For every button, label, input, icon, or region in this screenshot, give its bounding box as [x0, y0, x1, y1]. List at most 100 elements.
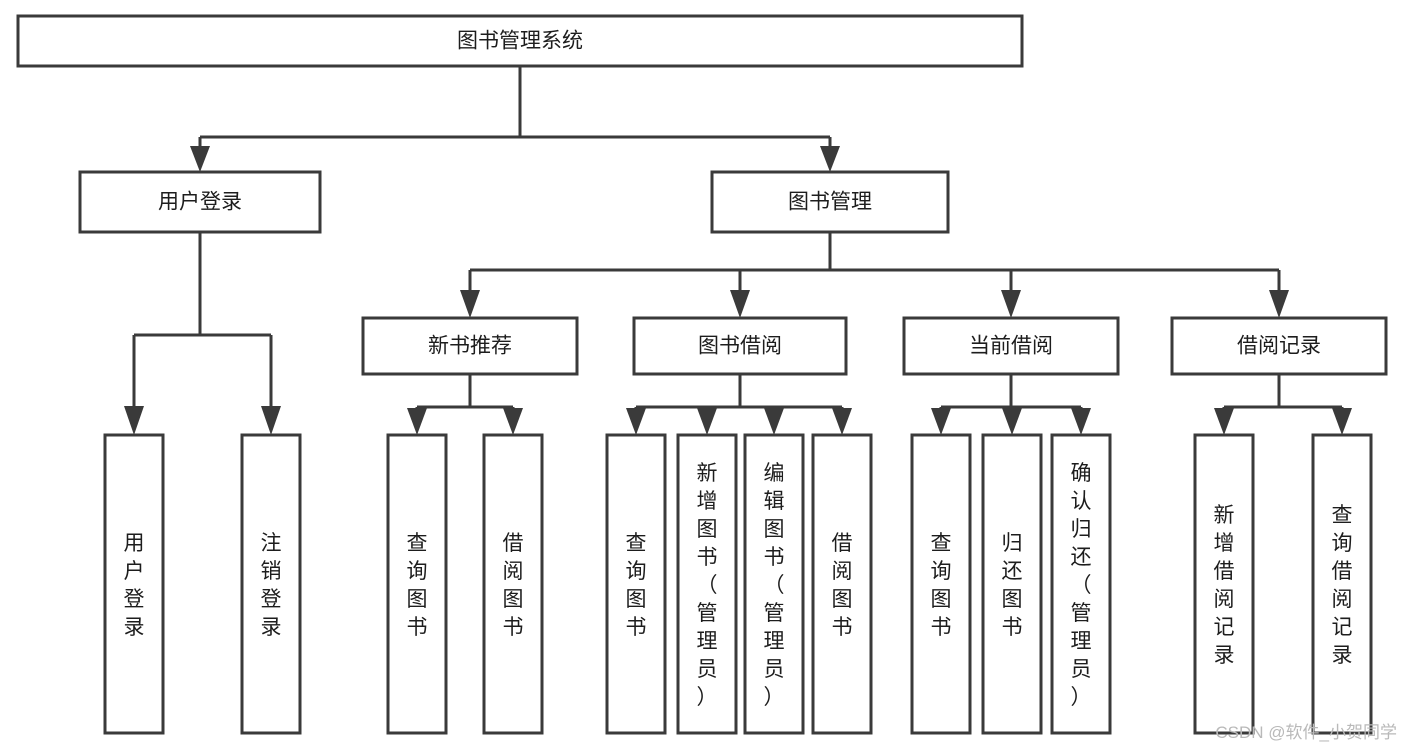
- node-box[interactable]: [386, 433, 448, 735]
- node-label-char: 借: [1332, 560, 1353, 583]
- node-box[interactable]: [743, 433, 805, 735]
- node-label-char: 编: [764, 462, 785, 485]
- node-label-char: 员: [764, 658, 785, 681]
- node-box[interactable]: [902, 316, 1120, 376]
- node-label-char: ）: [697, 686, 718, 709]
- node-label-char: 还: [1002, 560, 1023, 583]
- node-label: 新书推荐: [428, 335, 512, 358]
- node-label-char: 查: [626, 532, 647, 555]
- node-label: 图书管理: [788, 191, 872, 214]
- arrow-head-book-borrow: [730, 290, 750, 318]
- node-user-login[interactable]: 用户登录: [78, 170, 322, 234]
- connector-group-root: [190, 66, 840, 172]
- node-box[interactable]: [482, 433, 544, 735]
- node-label-char: 借: [1214, 560, 1235, 583]
- node-label-char: 录: [124, 616, 145, 639]
- arrow-head-leaf-borrow-book: [832, 408, 852, 435]
- node-box[interactable]: [676, 433, 738, 735]
- node-box[interactable]: [361, 316, 579, 376]
- node-label-char: 归: [1002, 532, 1023, 555]
- node-label-char: 图: [832, 588, 853, 611]
- node-label-char: 阅: [1214, 588, 1235, 611]
- node-box[interactable]: [240, 433, 302, 735]
- node-label-char: 理: [764, 630, 785, 653]
- node-label-char: 员: [1071, 658, 1092, 681]
- node-label: 图书借阅: [698, 335, 782, 358]
- node-label-char: （: [697, 574, 718, 597]
- node-label-char: 增: [697, 490, 718, 513]
- node-box[interactable]: [1170, 316, 1388, 376]
- node-box[interactable]: [1193, 433, 1255, 735]
- node-box[interactable]: [910, 433, 972, 735]
- node-label-char: 图: [503, 588, 524, 611]
- node-box[interactable]: [1311, 433, 1373, 735]
- connector-group-book-borrow: [626, 374, 852, 435]
- node-box[interactable]: [1050, 433, 1112, 735]
- arrow-head-leaf-return-book: [1002, 408, 1022, 435]
- node-leaf-user-login[interactable]: 用户登录: [103, 433, 165, 735]
- arrow-head-leaf-query-book: [626, 408, 646, 435]
- arrow-head-leaf-add-borrow-record: [1214, 408, 1234, 435]
- node-root[interactable]: 图书管理系统: [16, 14, 1024, 68]
- node-label-char: （: [764, 574, 785, 597]
- node-label-char: 阅: [503, 560, 524, 583]
- node-label-char: 询: [931, 560, 952, 583]
- node-label-char: 询: [407, 560, 428, 583]
- arrow-head-leaf-confirm-return-admin: [1071, 408, 1091, 435]
- node-borrow-record[interactable]: 借阅记录: [1170, 316, 1388, 376]
- node-box[interactable]: [632, 316, 848, 376]
- connector-group-book-management: [460, 232, 1289, 318]
- node-label-char: 书: [931, 616, 952, 639]
- node-box[interactable]: [981, 433, 1043, 735]
- arrow-head-borrow-record: [1269, 290, 1289, 318]
- node-book-borrow[interactable]: 图书借阅: [632, 316, 848, 376]
- arrow-head-current-borrow: [1001, 290, 1021, 318]
- node-box[interactable]: [103, 433, 165, 735]
- node-label-char: 新: [1214, 504, 1235, 527]
- node-box[interactable]: [710, 170, 950, 234]
- node-current-borrow[interactable]: 当前借阅: [902, 316, 1120, 376]
- node-box[interactable]: [16, 14, 1024, 68]
- node-label-char: 询: [626, 560, 647, 583]
- node-label-char: 图: [626, 588, 647, 611]
- arrow-head-leaf-add-book-admin: [697, 408, 717, 435]
- node-label-char: 录: [1214, 644, 1235, 667]
- node-box[interactable]: [78, 170, 322, 234]
- node-label-char: 登: [261, 588, 282, 611]
- node-label: 用户登录: [158, 191, 242, 214]
- node-book-management[interactable]: 图书管理: [710, 170, 950, 234]
- connector-group-borrow-record: [1214, 374, 1352, 435]
- node-label-char: 查: [407, 532, 428, 555]
- node-label-char: 书: [503, 616, 524, 639]
- arrow-head-leaf-query-book-recommend: [407, 408, 427, 435]
- node-label-char: 书: [832, 616, 853, 639]
- arrow-head-leaf-logout: [261, 406, 281, 435]
- node-label-char: 归: [1071, 518, 1092, 541]
- node-label-char: 认: [1071, 490, 1092, 513]
- node-box[interactable]: [811, 433, 873, 735]
- node-label-char: 员: [697, 658, 718, 681]
- node-label: 图书管理系统: [457, 30, 583, 53]
- node-box[interactable]: [605, 433, 667, 735]
- node-label-char: 图: [1002, 588, 1023, 611]
- node-label-char: （: [1071, 574, 1092, 597]
- node-label-char: 询: [1332, 532, 1353, 555]
- node-new-book-recommend[interactable]: 新书推荐: [361, 316, 579, 376]
- node-label: 当前借阅: [969, 335, 1053, 358]
- arrow-head-leaf-edit-book-admin: [764, 408, 784, 435]
- node-label-char: 记: [1214, 616, 1235, 639]
- node-label: 借阅记录: [1237, 335, 1321, 358]
